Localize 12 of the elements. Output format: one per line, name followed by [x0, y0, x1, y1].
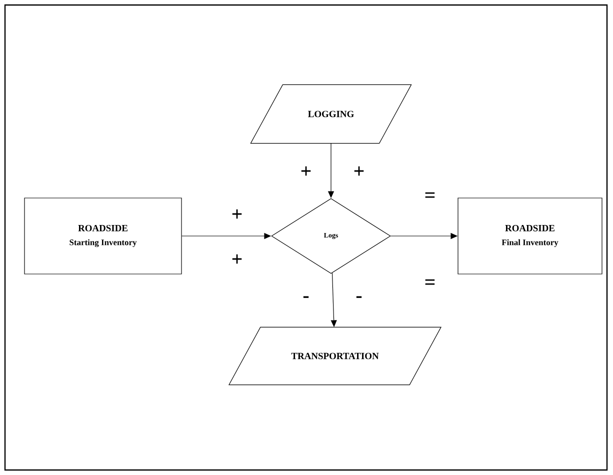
- parallelogram-box: TRANSPORTATION: [228, 326, 442, 386]
- sign-label: =: [425, 279, 435, 285]
- sign-label: +: [232, 254, 242, 264]
- sign-label: -: [356, 296, 362, 298]
- sign-label: =: [425, 192, 435, 198]
- sign-label: +: [354, 166, 364, 176]
- sign-label: +: [301, 166, 311, 176]
- parallelogram-box: LOGGING: [250, 84, 412, 144]
- process-box: ROADSIDE Final Inventory: [458, 198, 602, 274]
- sign-label: +: [232, 209, 242, 219]
- process-box: ROADSIDE Starting Inventory: [24, 198, 182, 274]
- sign-label: -: [303, 296, 309, 298]
